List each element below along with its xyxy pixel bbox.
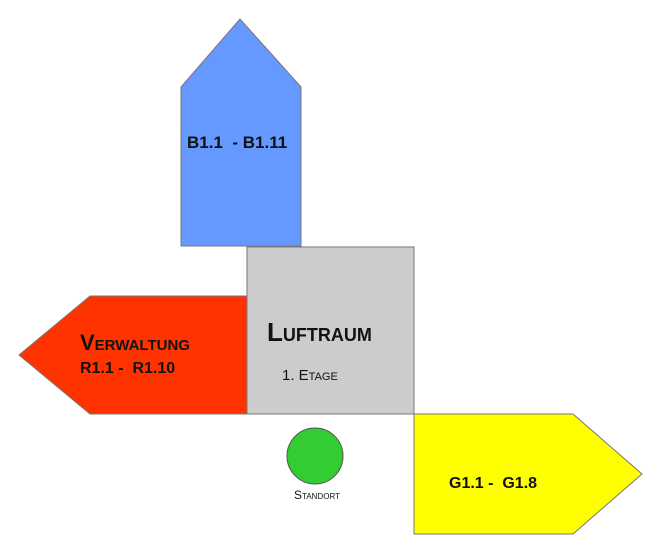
blue-arrow-label: B1.1 - B1.11 bbox=[187, 133, 287, 152]
red-arrow-title: Verwaltung bbox=[80, 330, 190, 355]
location-marker-dot bbox=[286, 427, 344, 485]
red-arrow bbox=[18, 295, 248, 415]
red-arrow-range: R1.1 - R1.10 bbox=[80, 360, 175, 377]
yellow-arrow-label: G1.1 - G1.8 bbox=[449, 475, 537, 492]
center-box-title: Luftraum bbox=[267, 317, 372, 347]
center-box-subtitle: 1. Etage bbox=[282, 367, 338, 384]
center-box bbox=[246, 246, 415, 415]
location-marker-label: Standort bbox=[294, 488, 340, 502]
blue-arrow bbox=[180, 18, 302, 247]
yellow-arrow bbox=[413, 413, 643, 535]
